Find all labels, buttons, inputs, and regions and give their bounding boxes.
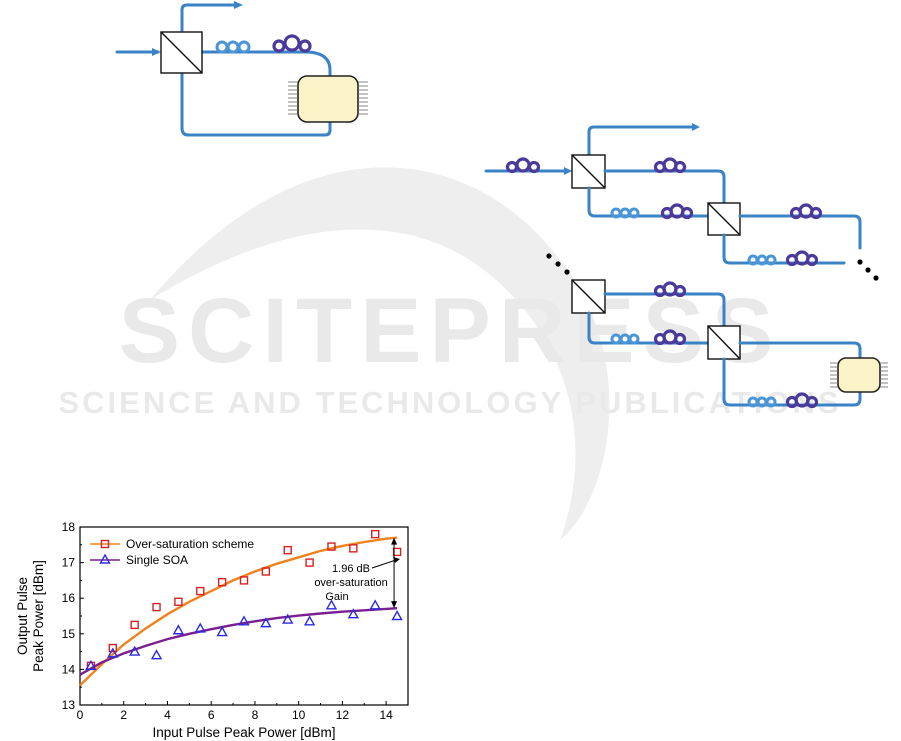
- diagram-loop-single: [117, 1, 368, 135]
- data-point-square: [131, 621, 138, 628]
- output-fiber: [182, 5, 236, 30]
- data-point-square: [394, 548, 401, 555]
- x-tick-label: 14: [379, 708, 393, 722]
- cascade-input-arrowhead-icon: [564, 167, 572, 175]
- cascade-output-fiber: [589, 127, 694, 156]
- legend-label-single-soa: Single SOA: [126, 553, 188, 567]
- cascade-fiber-1a: [605, 171, 724, 203]
- x-tick-label: 4: [164, 708, 171, 722]
- cascade-splitter-3-icon: [572, 280, 605, 313]
- y-tick-label: 18: [62, 520, 76, 534]
- data-point-square: [153, 604, 160, 611]
- x-tick-label: 10: [292, 708, 306, 722]
- beam-splitter-icon: [161, 32, 202, 73]
- power-chart: 0 2 4 6 8 10 12 14 13 14 15 16 17 18 Input Pulse Peak…: [15, 520, 408, 740]
- y-axis-label: Output Pulse Peak Power [dBm]: [15, 560, 46, 672]
- x-axis-label: Input Pulse Peak Power [dBm]: [152, 725, 335, 740]
- input-arrowhead-icon: [152, 48, 161, 56]
- cascade-splitter-1-icon: [572, 155, 605, 188]
- gain-annotation-line-2: over-saturation: [314, 577, 387, 589]
- cascade-splitter-4-icon: [708, 326, 740, 359]
- gain-annotation-line-1: 1.96 dB: [332, 563, 370, 575]
- ellipsis-right-icon: [857, 259, 878, 280]
- x-tick-label: 12: [336, 708, 350, 722]
- y-axis-label-line-1: Output Pulse: [15, 577, 30, 655]
- gain-pointer-line: [372, 560, 396, 568]
- gain-annotation-line-3: Gain: [325, 591, 348, 603]
- data-point-square: [306, 559, 313, 566]
- x-tick-label: 6: [208, 708, 215, 722]
- data-point-square: [197, 588, 204, 595]
- y-tick-label: 14: [62, 662, 76, 676]
- legend-label-over-saturation: Over-saturation scheme: [126, 537, 254, 551]
- x-tick-label: 8: [252, 708, 259, 722]
- data-point-square: [284, 547, 291, 554]
- data-point-square: [175, 598, 182, 605]
- cascade-fiber-2a: [740, 216, 860, 248]
- x-tick-label: 2: [120, 708, 127, 722]
- cascade-fiber-2b: [724, 235, 844, 263]
- y-tick-label: 16: [62, 591, 76, 605]
- data-point-triangle: [305, 617, 314, 625]
- y-axis-label-line-2: Peak Power [dBm]: [31, 560, 46, 672]
- fiber-coil-dark-icon: [274, 36, 310, 51]
- cascade-coil-2b-light-icon: [749, 256, 775, 264]
- data-point-triangle: [371, 601, 380, 609]
- fiber-coil-light-icon: [217, 42, 249, 52]
- data-point-square: [350, 545, 357, 552]
- cascade-soa-chip-icon: [830, 358, 888, 392]
- cascade-output-arrowhead-icon: [692, 123, 700, 131]
- y-tick-label: 13: [62, 698, 76, 712]
- soa-chip-icon: [288, 76, 368, 122]
- data-point-triangle: [152, 651, 161, 659]
- gain-annotation: 1.96 dB over-saturation Gain: [314, 557, 400, 603]
- y-tick-label: 17: [62, 556, 76, 570]
- cascade-coil-1b-light-icon: [612, 209, 638, 217]
- data-point-triangle: [174, 626, 183, 634]
- y-tick-label: 15: [62, 627, 76, 641]
- output-arrowhead-icon: [234, 1, 243, 9]
- data-point-square: [372, 531, 379, 538]
- chart-markers: [86, 531, 401, 670]
- cascade-splitter-2-icon: [708, 203, 740, 235]
- x-tick-label: 0: [77, 708, 84, 722]
- chart-legend: Over-saturation scheme Single SOA: [90, 537, 254, 567]
- data-point-triangle: [393, 612, 402, 620]
- legend-marker-triangle-icon: [101, 555, 110, 563]
